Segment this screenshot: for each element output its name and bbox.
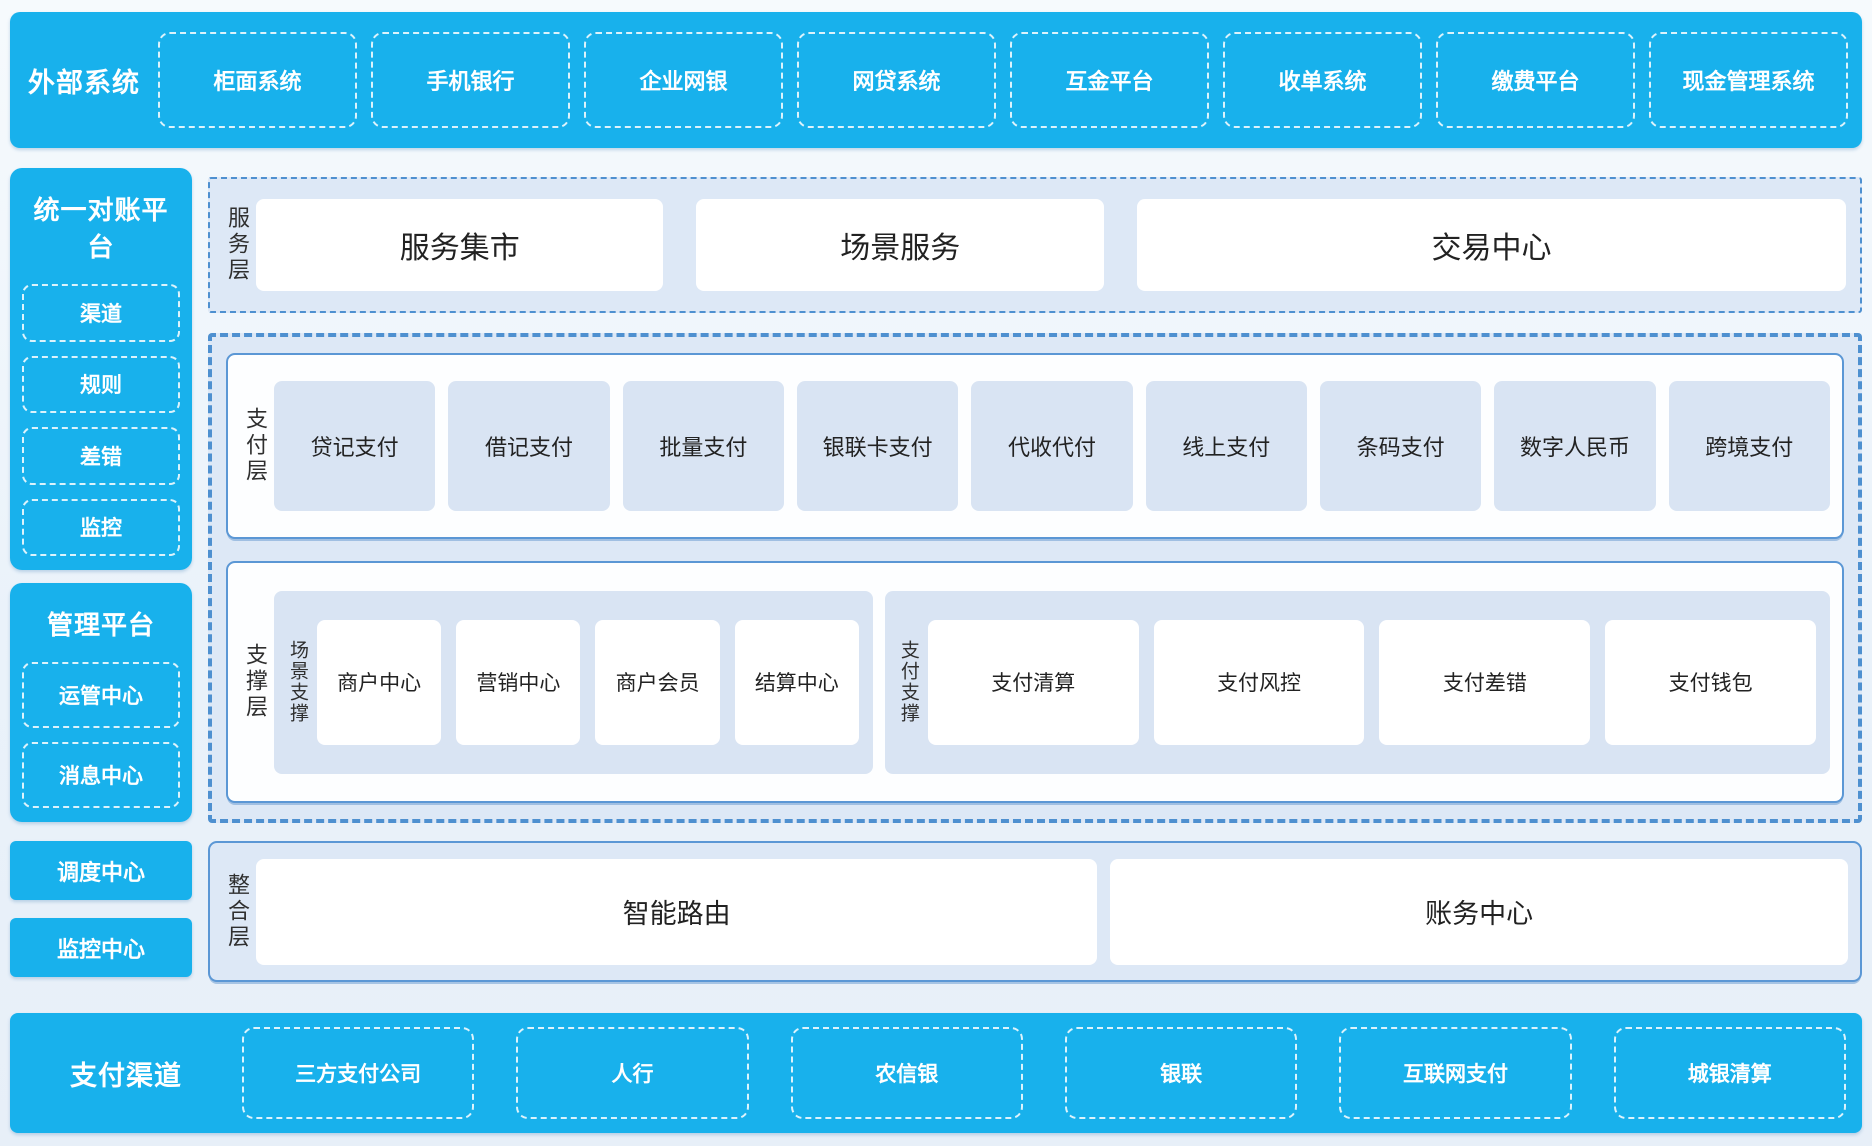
- service-item: 场景服务: [696, 199, 1104, 291]
- monitoring-center-box: 监控中心: [10, 918, 192, 977]
- service-item: 交易中心: [1136, 199, 1846, 291]
- management-item: 运管中心: [22, 662, 180, 728]
- support-layer-label: 支撑层: [243, 643, 268, 721]
- payment-support-item: 支付差错: [1379, 619, 1591, 745]
- reconciliation-item: 监控: [22, 498, 180, 556]
- payment-item: 数字人民币: [1494, 381, 1656, 511]
- service-layer-panel: 服务层 服务集市 场景服务 交易中心: [208, 177, 1862, 313]
- payment-layer-items: 贷记支付 借记支付 批量支付 银联卡支付 代收代付 线上支付 条码支付 数字人民…: [274, 381, 1830, 511]
- payment-channels-items: 三方支付公司 人行 农信银 银联 互联网支付 城银清算: [242, 1027, 1846, 1119]
- integration-layer-panel: 整合层 智能路由 账务中心: [208, 841, 1862, 982]
- scene-support-items: 商户中心 营销中心 商户会员 结算中心: [317, 619, 859, 745]
- external-system-item: 收单系统: [1223, 32, 1422, 128]
- external-system-item: 手机银行: [371, 32, 570, 128]
- reconciliation-item: 差错: [22, 427, 180, 485]
- support-layer-box: 支撑层 场景支撑 商户中心 营销中心 商户会员 结算中心: [226, 561, 1844, 803]
- main-column: 服务层 服务集市 场景服务 交易中心 支付层 贷记支付 借记支付 批量支付 银联…: [208, 168, 1862, 982]
- scheduling-center-box: 调度中心: [10, 841, 192, 900]
- left-column: 统一对账平台 渠道 规则 差错 监控 管理平台 运管中心 消息中心 调度中心 监…: [10, 168, 192, 982]
- integration-item: 账务中心: [1110, 858, 1848, 965]
- external-systems-title: 外部系统: [28, 67, 140, 98]
- external-system-item: 互金平台: [1010, 32, 1209, 128]
- payment-support-outer-panel: 支付层 贷记支付 借记支付 批量支付 银联卡支付 代收代付 线上支付 条码支付 …: [208, 333, 1862, 823]
- payment-item: 跨境支付: [1668, 381, 1830, 511]
- payment-item: 贷记支付: [274, 381, 436, 511]
- middle-region: 统一对账平台 渠道 规则 差错 监控 管理平台 运管中心 消息中心 调度中心 监…: [10, 168, 1862, 982]
- integration-item: 智能路由: [256, 858, 1098, 965]
- external-system-item: 现金管理系统: [1649, 32, 1848, 128]
- external-system-item: 企业网银: [584, 32, 783, 128]
- scene-support-item: 商户会员: [595, 619, 720, 745]
- external-system-item: 缴费平台: [1436, 32, 1635, 128]
- management-platform-title: 管理平台: [46, 610, 155, 640]
- payment-channel-item: 城银清算: [1613, 1027, 1846, 1119]
- payment-channel-item: 银联: [1064, 1027, 1298, 1119]
- scene-support-item: 商户中心: [317, 619, 442, 745]
- payment-support-items: 支付清算 支付风控 支付差错 支付钱包: [927, 619, 1816, 745]
- reconciliation-item: 规则: [22, 355, 180, 413]
- payment-channel-item: 互联网支付: [1339, 1027, 1572, 1119]
- payment-channel-item: 三方支付公司: [242, 1027, 475, 1119]
- management-platform-panel: 管理平台 运管中心 消息中心: [10, 583, 192, 822]
- external-systems-bar: 外部系统 柜面系统 手机银行 企业网银 网贷系统 互金平台 收单系统 缴费平台 …: [10, 12, 1862, 148]
- service-layer-items: 服务集市 场景服务 交易中心: [256, 199, 1846, 291]
- payment-channel-item: 农信银: [790, 1027, 1023, 1119]
- scene-support-label: 场景支撑: [287, 640, 308, 724]
- external-system-item: 网贷系统: [797, 32, 996, 128]
- reconciliation-platform-title: 统一对账平台: [33, 195, 169, 262]
- service-layer-label: 服务层: [225, 206, 250, 284]
- payment-item: 借记支付: [448, 381, 610, 511]
- payment-item: 条码支付: [1319, 381, 1482, 511]
- payment-item: 代收代付: [971, 381, 1133, 511]
- integration-layer-label: 整合层: [225, 872, 250, 951]
- reconciliation-item: 渠道: [22, 284, 180, 342]
- payment-channels-bar: 支付渠道 三方支付公司 人行 农信银 银联 互联网支付 城银清算: [10, 1013, 1862, 1133]
- integration-layer-items: 智能路由 账务中心: [256, 858, 1848, 965]
- scene-support-item: 营销中心: [456, 619, 581, 745]
- payment-support-item: 支付钱包: [1605, 619, 1816, 745]
- payment-channels-title: 支付渠道: [70, 1060, 182, 1091]
- payment-layer-label: 支付层: [243, 407, 268, 485]
- payment-layer-box: 支付层 贷记支付 借记支付 批量支付 银联卡支付 代收代付 线上支付 条码支付 …: [226, 353, 1844, 539]
- service-item: 服务集市: [256, 199, 664, 291]
- payment-support-item: 支付风控: [1153, 619, 1365, 745]
- scene-support-group: 场景支撑 商户中心 营销中心 商户会员 结算中心: [274, 590, 873, 774]
- external-systems-items: 柜面系统 手机银行 企业网银 网贷系统 互金平台 收单系统 缴费平台 现金管理系…: [158, 32, 1848, 128]
- management-item: 消息中心: [22, 742, 180, 808]
- payment-support-label: 支付支撑: [897, 640, 919, 724]
- reconciliation-platform-panel: 统一对账平台 渠道 规则 差错 监控: [10, 168, 192, 570]
- scene-support-item: 结算中心: [734, 619, 859, 745]
- payment-item: 线上支付: [1145, 381, 1307, 511]
- payment-item: 银联卡支付: [796, 381, 959, 511]
- payment-support-group: 支付支撑 支付清算 支付风控 支付差错 支付钱包: [884, 590, 1830, 774]
- external-system-item: 柜面系统: [158, 32, 357, 128]
- payment-support-item: 支付清算: [927, 619, 1139, 745]
- payment-channel-item: 人行: [516, 1027, 749, 1119]
- support-layer-groups: 场景支撑 商户中心 营销中心 商户会员 结算中心 支付支撑 支付清算: [274, 590, 1830, 774]
- payment-item: 批量支付: [622, 381, 784, 511]
